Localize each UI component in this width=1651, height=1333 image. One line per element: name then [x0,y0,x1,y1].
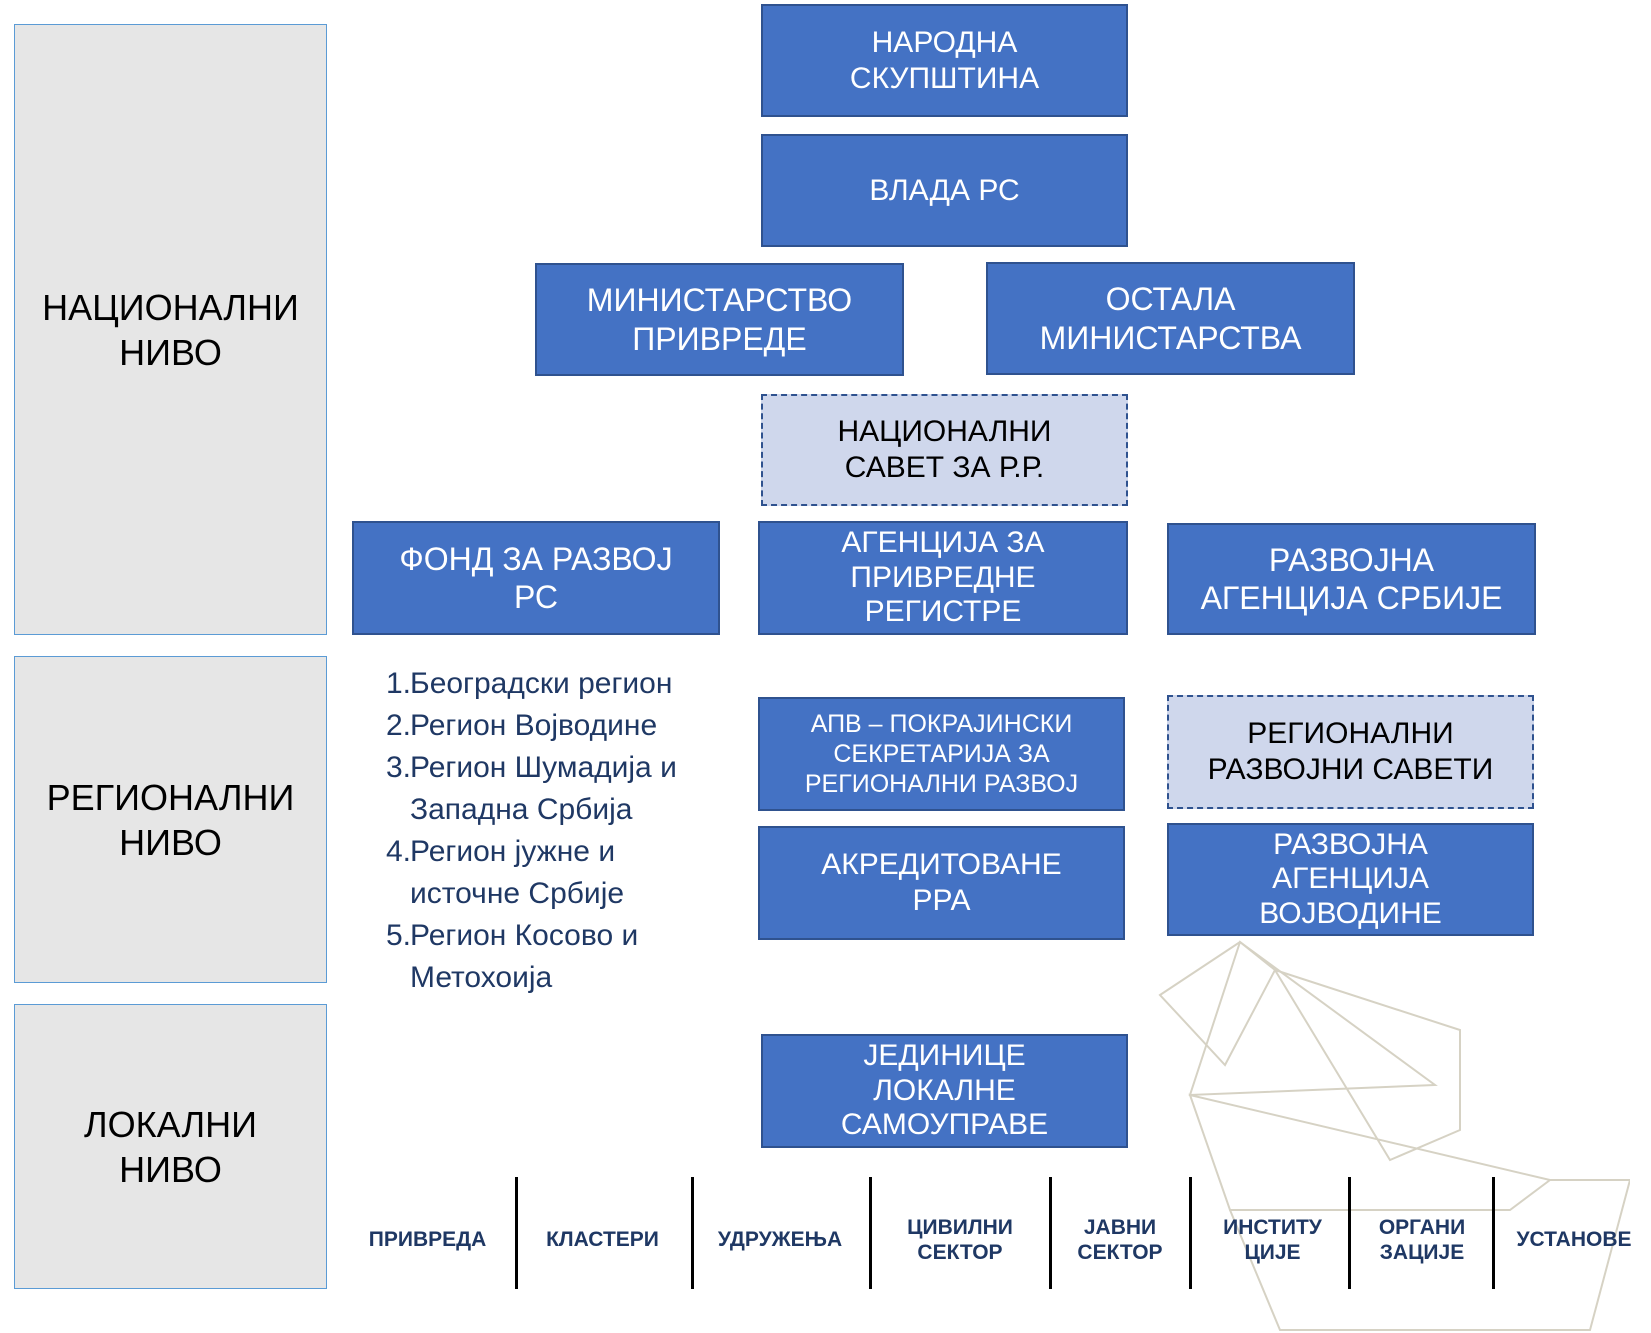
sector-divider [1492,1177,1495,1289]
sector-institutions: ИНСТИТУ ЦИЈЕ [1223,1215,1322,1264]
region-item: 2.Регион Војводине [386,709,658,742]
node-development-agency-serbia: РАЗВОЈНА АГЕНЦИЈА СРБИЈЕ [1167,523,1536,635]
node-development-agency-vojvodina: РАЗВОЈНА АГЕНЦИЈА ВОЈВОДИНЕ [1167,823,1534,936]
node-business-registers-agency: АГЕНЦИЈА ЗА ПРИВРЕДНЕ РЕГИСТРЕ [758,521,1128,635]
sector-public: ЈАВНИ СЕКТОР [1077,1215,1163,1264]
level-local: ЛОКАЛНИ НИВО [14,1004,327,1289]
level-regional: РЕГИОНАЛНИ НИВО [14,656,327,983]
sector-divider [515,1177,518,1289]
node-development-fund: ФОНД ЗА РАЗВОЈ РС [352,521,720,635]
sector-civil: ЦИВИЛНИ СЕКТОР [907,1215,1013,1264]
node-ministry-economy: МИНИСТАРСТВО ПРИВРЕДЕ [535,263,904,376]
sector-divider [1348,1177,1351,1289]
sector-economy: ПРИВРЕДА [368,1228,487,1252]
node-national-council: НАЦИОНАЛНИ САВЕТ ЗА Р.Р. [761,394,1128,506]
region-list: 1.Београдски регион 2.Регион Војводине 3… [386,663,746,999]
node-parliament: НАРОДНА СКУПШТИНА [761,4,1128,117]
sector-divider [869,1177,872,1289]
level-national: НАЦИОНАЛНИ НИВО [14,24,327,635]
sector-establishments: УСТАНОВЕ [1516,1228,1632,1252]
node-apv-secretariat: АПВ – ПОКРАЈИНСКИ СЕКРЕТАРИЈА ЗА РЕГИОНА… [758,697,1125,811]
node-government: ВЛАДА РС [761,134,1128,247]
node-accredited-rda: АКРЕДИТОВАНЕ РРА [758,826,1125,940]
node-other-ministries: ОСТАЛА МИНИСТАРСТВА [986,262,1355,375]
region-item: 3.Регион Шумадија и Западна Србија [386,751,677,826]
sector-organizations: ОРГАНИ ЗАЦИЈЕ [1378,1215,1466,1264]
sector-divider [691,1177,694,1289]
sector-clusters: КЛАСТЕРИ [546,1228,659,1252]
node-regional-councils: РЕГИОНАЛНИ РАЗВОЈНИ САВЕТИ [1167,695,1534,809]
sector-divider [1189,1177,1192,1289]
region-item: 5.Регион Косово и Метохоија [386,919,639,994]
sector-divider [1049,1177,1052,1289]
region-item: 1.Београдски регион [386,667,673,700]
watermark-outline [1158,940,1630,1331]
region-item: 4.Регион јужне и источне Србије [386,835,625,910]
node-local-self-government: ЈЕДИНИЦЕ ЛОКАЛНЕ САМОУПРАВЕ [761,1034,1128,1148]
sector-associations: УДРУЖЕЊА [717,1228,843,1252]
